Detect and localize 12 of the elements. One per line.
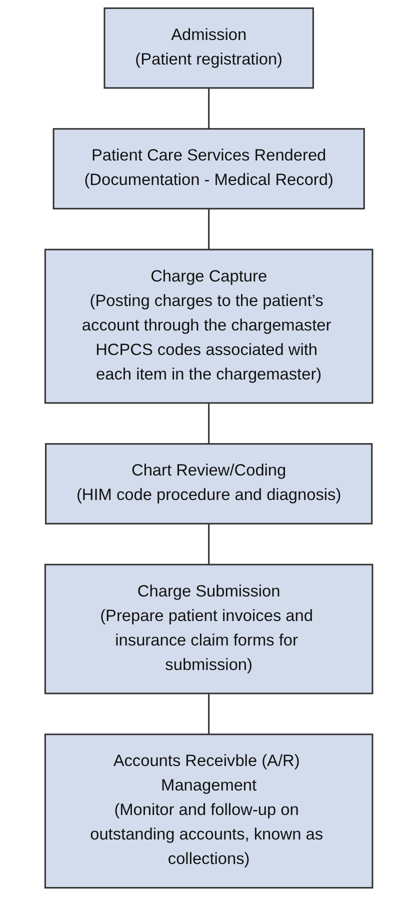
node-box [52, 128, 366, 210]
node-box [45, 443, 373, 524]
connector [208, 524, 210, 565]
node-box [44, 248, 374, 404]
connector [208, 402, 210, 444]
node-box [44, 564, 374, 694]
connector [208, 208, 210, 250]
node-box [44, 734, 374, 889]
node-box [104, 7, 314, 89]
connector [208, 693, 210, 734]
flowchart: Admission (Patient registration) Patient Care Services Rendered (Documentation - Medical Record) Charge Capture (Posting charges to the patient’s account through the chargemaster HCPCS codes associated with each item in the chargemaster) Chart Review/Coding (HIM code procedure and diagnosis) Charge Submission (Prepare patient invoices and insurance claim forms for submission) Accounts Receivble (A/R) Management (Monitor and follow-up on outstanding accounts, known as collections) [37, 0, 381, 896]
connector [208, 88, 210, 129]
